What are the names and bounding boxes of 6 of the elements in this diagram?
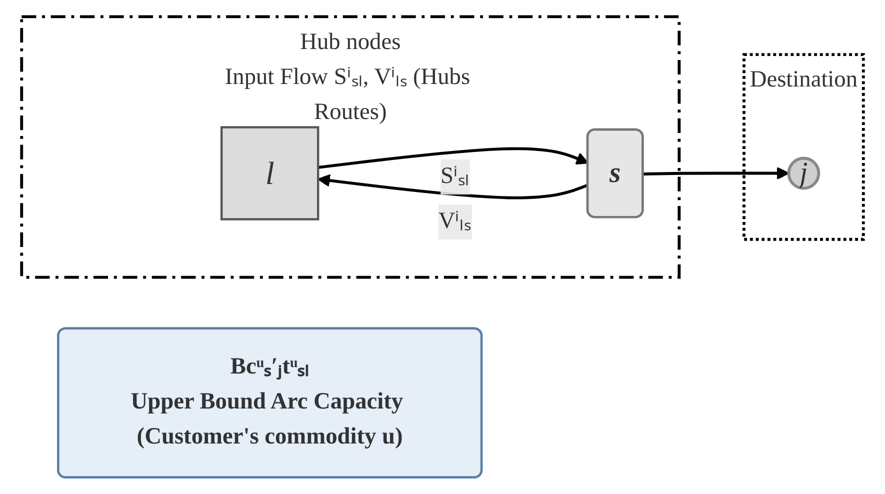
edge-label: Sⁱₛₗ [440, 164, 470, 189]
edge-label: Vⁱₗₛ [438, 208, 472, 234]
arrow [318, 174, 589, 200]
node-box: l [220, 126, 320, 220]
arrow [643, 166, 790, 180]
node-circle: j [787, 156, 820, 190]
